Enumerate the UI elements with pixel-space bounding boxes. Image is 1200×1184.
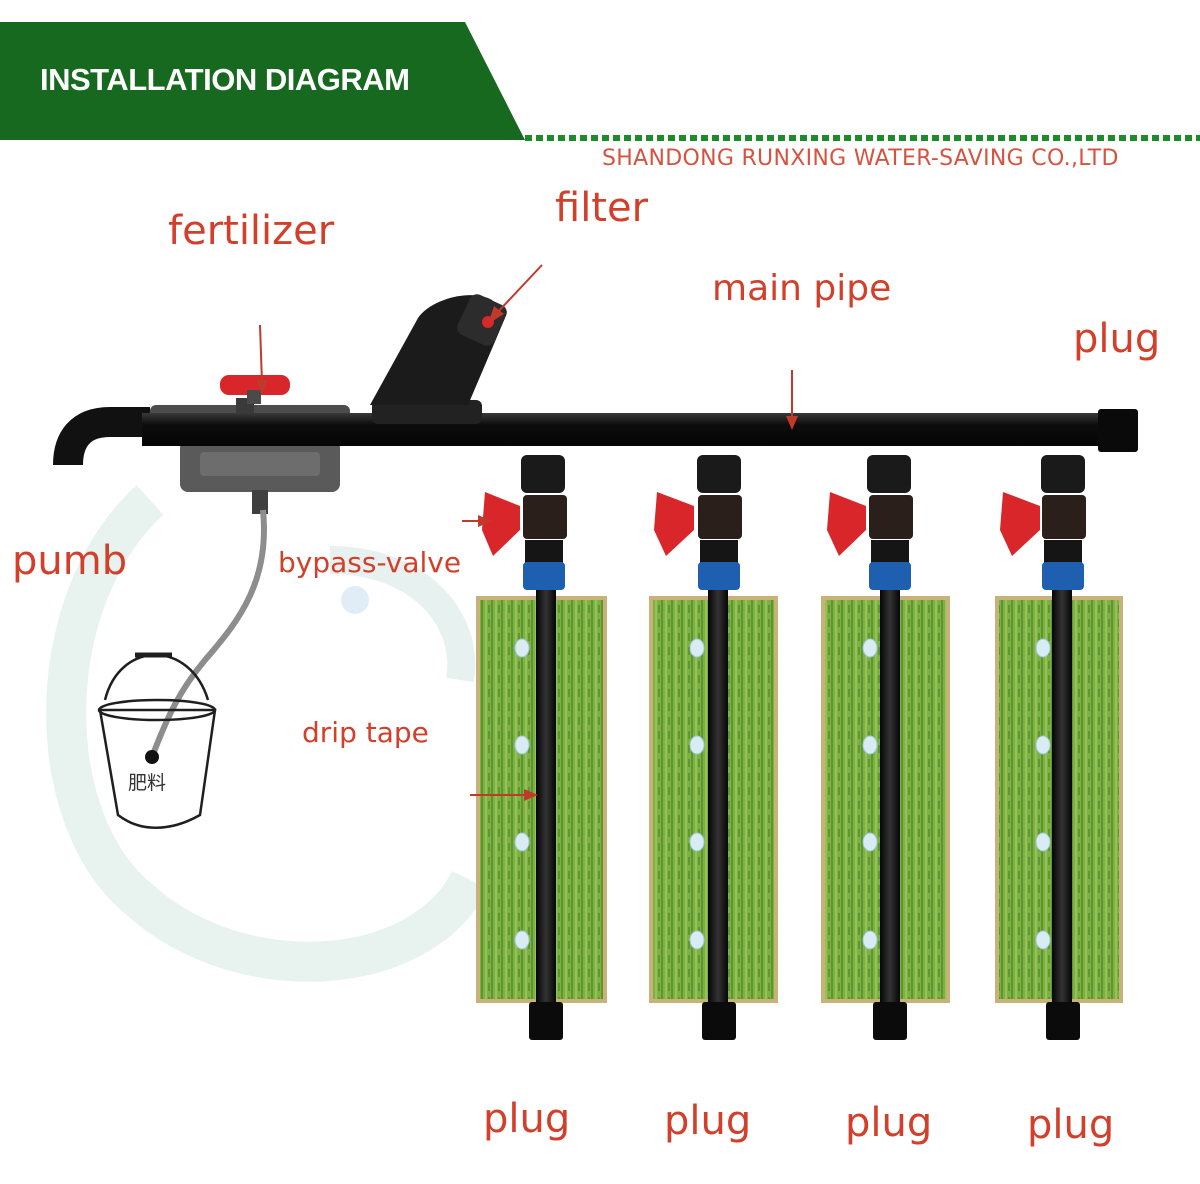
label-pumb: pumb	[12, 538, 128, 584]
label-filter: filter	[555, 185, 649, 231]
bucket-hose-end	[145, 750, 159, 764]
drip-tape-2	[708, 585, 728, 1010]
bucket-label: 肥料	[128, 772, 167, 794]
label-plug-4: plug	[1027, 1102, 1115, 1148]
drip-tape-1	[536, 585, 556, 1010]
main-pipe-body	[142, 413, 1102, 446]
watermark	[46, 485, 488, 982]
bypass-valve-4	[1000, 455, 1086, 590]
header-banner	[0, 22, 525, 140]
bypass-valve-3	[827, 455, 913, 590]
main-pipe-plug	[1098, 409, 1138, 452]
label-plug-1: plug	[483, 1096, 571, 1142]
water-drops	[514, 638, 1051, 950]
company-name: SHANDONG RUNXING WATER-SAVING CO.,LTD	[602, 146, 1119, 171]
page-title: INSTALLATION DIAGRAM	[40, 62, 410, 97]
bypass-valve-1	[482, 455, 567, 590]
pointer-arrows	[256, 264, 798, 801]
label-main-pipe: main pipe	[712, 268, 892, 309]
label-drip-tape: drip tape	[302, 716, 429, 749]
drip-tape-4	[1052, 585, 1072, 1010]
fertilizer-bucket	[97, 652, 217, 829]
label-fertilizer: fertilizer	[168, 208, 335, 254]
inlet-pipe	[53, 407, 150, 466]
drip-tapes	[536, 585, 1072, 1010]
label-plug-3: plug	[845, 1100, 933, 1146]
filter-unit	[370, 294, 507, 424]
header-divider	[525, 135, 1200, 141]
label-bypass-valve: bypass-valve	[278, 546, 462, 579]
end-plugs	[529, 1002, 1080, 1040]
fertilizer-hose	[149, 509, 267, 759]
bypass-valves	[482, 455, 1086, 590]
label-plug-2: plug	[664, 1098, 752, 1144]
label-plug-end: plug	[1073, 316, 1161, 362]
grass-strips	[476, 596, 1123, 1003]
drip-tape-3	[880, 585, 900, 1010]
bypass-valve-2	[654, 455, 742, 590]
